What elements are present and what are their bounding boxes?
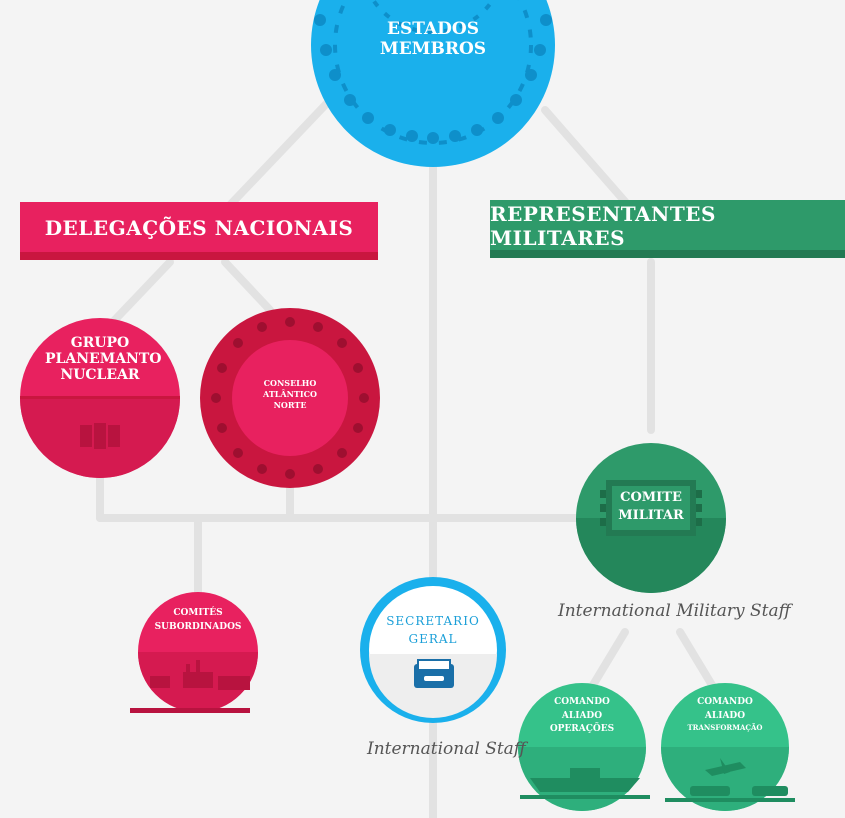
international-military-staff-caption: International Military Staff [558,601,791,621]
delegacoes-ribbon: DELEGAÇÕES NACIONAIS [20,202,378,254]
estados-membros-circle [311,0,555,167]
inbox-tray-icon [414,659,454,688]
delegacoes-ribbon-shape [20,202,378,260]
connector-comite-operacoes [586,628,629,694]
delegacoes-label: DELEGAÇÕES NACIONAIS [44,216,354,240]
conselho-circle [200,308,380,488]
conselho-label: CONSELHO ATLÂNTICO NORTE [263,378,317,411]
industry-vehicles-icon [130,660,250,713]
jet-tank-icon [665,758,795,802]
connector-comite-transformacao [676,628,719,694]
map-book-icon [80,423,120,449]
estados-membros-label: ESTADOS MEMBROS [379,19,487,59]
comite-militar-circle [576,443,726,593]
comites-subordinados-label: COMITÉS SUBORDINADOS [154,608,242,633]
grupo-planeamento-circle [20,318,180,478]
comando-transformacao-circle [661,683,795,811]
secretario-geral-label: SECRETARIO GERAL [386,614,480,646]
connector-estados-representantes [541,106,632,209]
comites-subordinados-circle [130,592,258,713]
connector-estados-delegacoes [226,96,334,209]
comite-militar-label: COMITE MILITAR [618,490,684,523]
comando-transformacao-label: COMANDO ALIADO TRANSFORMAÇÃO [687,697,763,732]
secretario-geral-circle [360,577,506,723]
comando-operacoes-label: COMANDO ALIADO OPERAÇÕES [549,697,615,734]
grupo-planeamento-label: GRUPO PLANEMANTO NUCLEAR [45,335,162,384]
comando-operacoes-circle [518,683,650,811]
international-staff-caption: International Staff [367,739,526,759]
connector-delegacoes-conselho [221,258,274,314]
representantes-ribbon: REPRESENTANTES MILITARES [490,200,845,252]
ship-icon [520,768,650,799]
representantes-label: REPRESENTANTES MILITARES [490,202,716,250]
representantes-ribbon-shape [490,200,845,258]
connector-delegacoes-grupo [106,258,174,329]
